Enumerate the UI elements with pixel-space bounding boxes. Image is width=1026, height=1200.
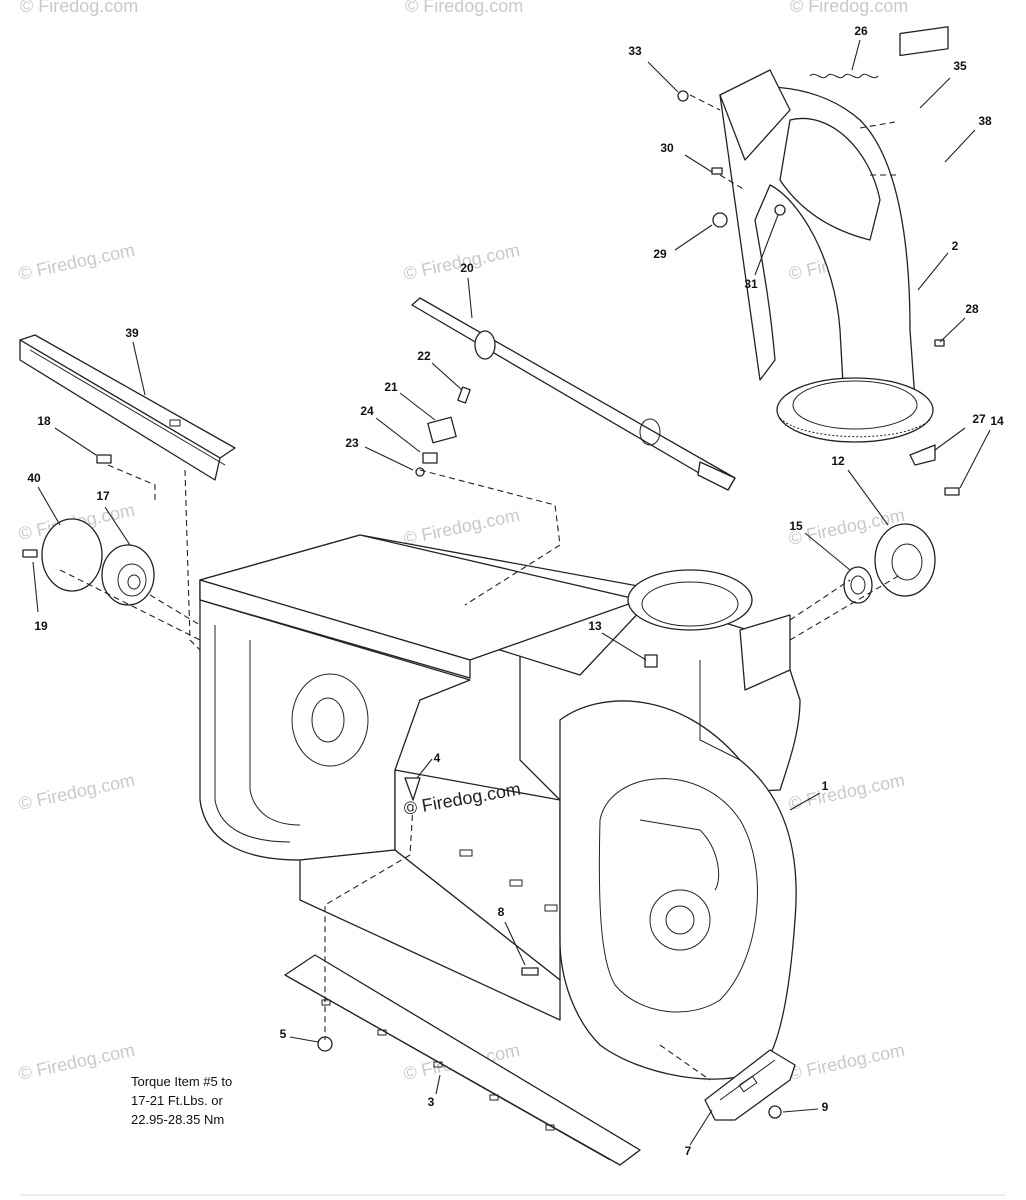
callout-18: 18: [37, 414, 51, 428]
torque-note-line-3: 22.95-28.35 Nm: [131, 1112, 224, 1127]
nut-33: [677, 90, 689, 102]
callout-17: 17: [96, 489, 110, 503]
callout-39: 39: [125, 326, 139, 340]
callout-21: 21: [384, 380, 398, 394]
callout-33: 33: [628, 44, 642, 58]
callout-20: 20: [460, 261, 474, 275]
callout-19: 19: [34, 619, 48, 633]
carriage-bolt-4: [404, 777, 421, 801]
spring-26: [809, 73, 879, 79]
bolt-8: [521, 967, 539, 976]
leader-lines: [32, 39, 991, 1146]
watermark: © Firedog.com: [405, 0, 523, 16]
drift-cutter-bar: [19, 334, 236, 481]
watermark: © Firedog.com: [787, 770, 907, 814]
callout-12: 12: [831, 454, 845, 468]
right-bearing-plate: [649, 889, 711, 951]
callout-2: 2: [952, 239, 959, 253]
auger-housing: [199, 534, 801, 1080]
bolt-19: [22, 549, 38, 558]
callout-5: 5: [280, 1027, 287, 1041]
callout-3: 3: [428, 1095, 435, 1109]
callout-23: 23: [345, 436, 359, 450]
skid-shoe: [704, 1049, 796, 1121]
callout-22: 22: [417, 349, 431, 363]
discharge-chute: [719, 69, 934, 443]
watermark: © Firedog.com: [790, 0, 908, 16]
callout-35: 35: [953, 59, 967, 73]
nut-9: [768, 1105, 782, 1119]
torque-note: Torque Item #5 to 17-21 Ft.Lbs. or 22.95…: [131, 1074, 232, 1127]
callout-15: 15: [789, 519, 803, 533]
left-bearing-plate: [291, 673, 369, 767]
scraper-bar: [284, 954, 641, 1166]
bolt-14: [944, 487, 960, 496]
watermark: © Firedog.com: [17, 1040, 137, 1084]
callout-1: 1: [822, 779, 829, 793]
washer-29: [712, 212, 728, 228]
bearing-15: [843, 566, 873, 604]
chute-crank-rod: [411, 297, 736, 491]
spacer-24: [422, 452, 438, 464]
flange-bearing-17: [101, 544, 155, 606]
nut-31: [774, 204, 786, 216]
bearing-flange-12: [874, 523, 936, 597]
callout-9: 9: [822, 1100, 829, 1114]
callout-7: 7: [685, 1144, 692, 1158]
callout-24: 24: [360, 404, 374, 418]
bolt-18: [96, 454, 112, 464]
nut-13: [644, 654, 658, 668]
watermark: © Firedog.com: [787, 1040, 907, 1084]
callout-27: 27: [972, 412, 986, 426]
nut-23: [415, 467, 425, 477]
bearing-cover-40: [41, 518, 103, 592]
callout-28: 28: [965, 302, 979, 316]
assembly-lines: [59, 94, 901, 1081]
watermark: © Firedog.com: [17, 240, 137, 284]
callout-40: 40: [27, 471, 41, 485]
callout-29: 29: [653, 247, 667, 261]
watermark: © Firedog.com: [17, 770, 137, 814]
torque-note-line-2: 17-21 Ft.Lbs. or: [131, 1093, 223, 1108]
callout-14: 14: [990, 414, 1004, 428]
callout-8: 8: [498, 905, 505, 919]
callout-31: 31: [744, 277, 758, 291]
callout-4: 4: [434, 751, 441, 765]
chute-opening: [627, 569, 753, 631]
callout-30: 30: [660, 141, 674, 155]
label-plate-38: [899, 26, 949, 57]
left-bearing-assembly: [41, 518, 155, 606]
watermark: © Firedog.com: [20, 0, 138, 16]
right-bearing-assembly: [843, 523, 936, 604]
callout-38: 38: [978, 114, 992, 128]
chute-gear-ring: [776, 377, 934, 443]
callout-26: 26: [854, 24, 868, 38]
torque-note-line-1: Torque Item #5 to: [131, 1074, 232, 1089]
clip-21: [427, 416, 457, 444]
callout-13: 13: [588, 619, 602, 633]
callout-labels: 33 26 35 38 30 29 31 2 28 27 14 12 15 20…: [27, 24, 1004, 1158]
cap-27: [909, 444, 936, 466]
screw-28: [934, 339, 945, 347]
screw-22: [457, 386, 471, 404]
bolt-30: [711, 167, 723, 175]
watermark: © Firedog.com: [402, 505, 522, 549]
